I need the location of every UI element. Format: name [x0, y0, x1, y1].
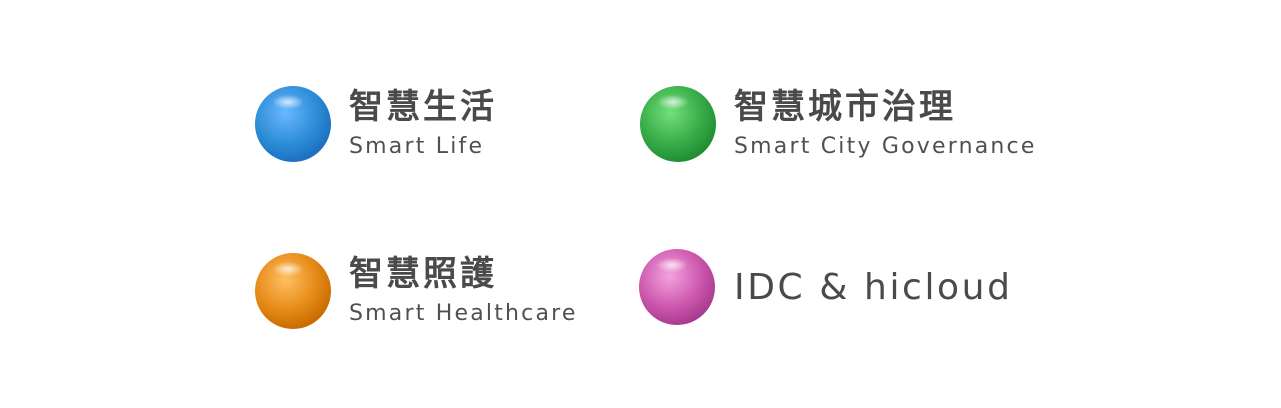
- smart-healthcare-text: 智慧照護 Smart Healthcare: [349, 257, 578, 325]
- idc-hicloud-title: IDC & hicloud: [734, 266, 1013, 308]
- idc-hicloud-item[interactable]: IDC & hicloud: [639, 249, 1013, 325]
- smart-life-item[interactable]: 智慧生活 Smart Life: [255, 86, 497, 162]
- smart-life-text: 智慧生活 Smart Life: [349, 90, 497, 158]
- smart-healthcare-item[interactable]: 智慧照護 Smart Healthcare: [255, 253, 578, 329]
- smart-city-governance-text: 智慧城市治理 Smart City Governance: [734, 90, 1037, 158]
- smart-city-governance-title-en: Smart City Governance: [734, 134, 1037, 159]
- magenta-sphere-icon: [639, 249, 715, 325]
- smart-life-title-zh: 智慧生活: [349, 87, 497, 127]
- idc-hicloud-text: IDC & hicloud: [734, 267, 1013, 308]
- orange-sphere-icon: [255, 253, 331, 329]
- smart-healthcare-title-en: Smart Healthcare: [349, 301, 578, 326]
- smart-life-title-en: Smart Life: [349, 134, 485, 159]
- green-sphere-icon: [640, 86, 716, 162]
- smart-city-governance-item[interactable]: 智慧城市治理 Smart City Governance: [640, 86, 1037, 162]
- smart-city-governance-title-zh: 智慧城市治理: [734, 87, 956, 127]
- blue-sphere-icon: [255, 86, 331, 162]
- smart-healthcare-title-zh: 智慧照護: [349, 254, 497, 294]
